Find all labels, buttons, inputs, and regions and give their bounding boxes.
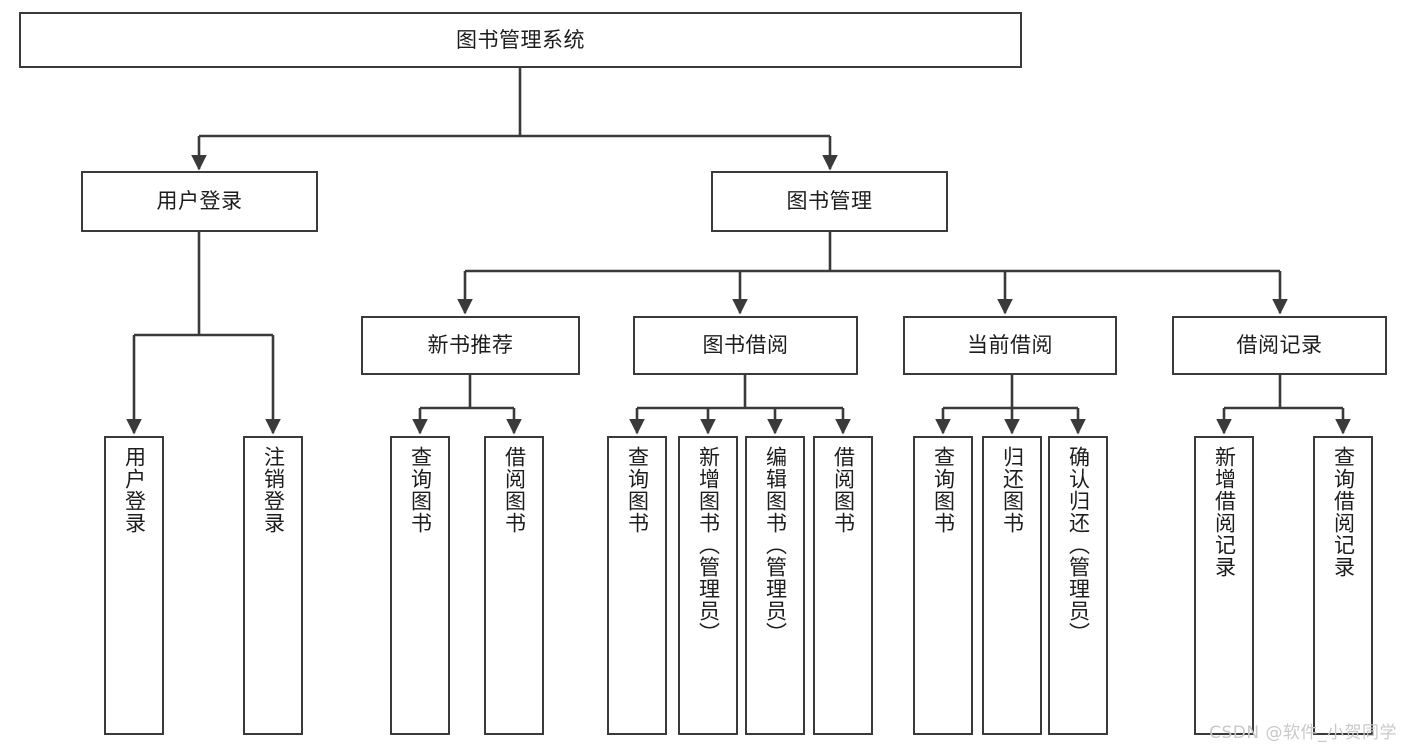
node-borrow-record-label: 借阅记录 xyxy=(1236,333,1323,358)
node-new-book-recommend-label: 新书推荐 xyxy=(427,333,514,358)
node-leaf-return-book-label: 归还图书 xyxy=(1000,446,1025,534)
node-leaf-query-record-label: 查询借阅记录 xyxy=(1331,446,1356,578)
node-leaf-borrow-book-2[interactable]: 借阅图书 xyxy=(813,436,873,735)
node-leaf-query-record[interactable]: 查询借阅记录 xyxy=(1313,436,1373,735)
node-leaf-logout-label: 注销登录 xyxy=(261,446,286,534)
node-leaf-add-record[interactable]: 新增借阅记录 xyxy=(1194,436,1254,735)
node-user-login[interactable]: 用户登录 xyxy=(81,171,318,232)
node-leaf-query-book-1[interactable]: 查询图书 xyxy=(390,436,450,735)
node-leaf-edit-book-label: 编辑图书（管理员） xyxy=(763,446,788,644)
node-leaf-borrow-book-2-label: 借阅图书 xyxy=(831,446,856,534)
csdn-watermark: CSDN @软件_小贺同学 xyxy=(1209,723,1397,743)
node-user-login-label: 用户登录 xyxy=(156,189,243,214)
node-book-manage[interactable]: 图书管理 xyxy=(711,171,948,232)
node-current-borrow-label: 当前借阅 xyxy=(967,333,1053,358)
node-leaf-logout[interactable]: 注销登录 xyxy=(243,436,303,735)
node-leaf-borrow-book-1[interactable]: 借阅图书 xyxy=(484,436,544,735)
node-leaf-user-login-label: 用户登录 xyxy=(122,446,147,534)
node-borrow-record[interactable]: 借阅记录 xyxy=(1172,316,1387,375)
node-leaf-query-book-1-label: 查询图书 xyxy=(408,446,433,534)
node-leaf-borrow-book-1-label: 借阅图书 xyxy=(502,446,527,534)
node-root[interactable]: 图书管理系统 xyxy=(19,12,1022,68)
node-leaf-add-book[interactable]: 新增图书（管理员） xyxy=(678,436,738,735)
node-leaf-query-book-3-label: 查询图书 xyxy=(931,446,956,534)
node-book-manage-label: 图书管理 xyxy=(786,189,873,214)
node-leaf-return-book[interactable]: 归还图书 xyxy=(982,436,1042,735)
node-leaf-confirm-return[interactable]: 确认归还（管理员） xyxy=(1048,436,1108,735)
node-current-borrow[interactable]: 当前借阅 xyxy=(903,316,1117,375)
node-leaf-add-record-label: 新增借阅记录 xyxy=(1212,446,1237,578)
node-leaf-query-book-2[interactable]: 查询图书 xyxy=(607,436,667,735)
node-leaf-add-book-label: 新增图书（管理员） xyxy=(696,446,721,644)
node-new-book-recommend[interactable]: 新书推荐 xyxy=(361,316,580,375)
node-leaf-query-book-3[interactable]: 查询图书 xyxy=(913,436,973,735)
node-leaf-edit-book[interactable]: 编辑图书（管理员） xyxy=(745,436,805,735)
node-leaf-query-book-2-label: 查询图书 xyxy=(625,446,650,534)
node-root-label: 图书管理系统 xyxy=(456,27,585,52)
node-book-borrow-label: 图书借阅 xyxy=(702,333,789,358)
node-leaf-confirm-return-label: 确认归还（管理员） xyxy=(1066,446,1091,644)
node-book-borrow[interactable]: 图书借阅 xyxy=(633,316,858,375)
node-leaf-user-login[interactable]: 用户登录 xyxy=(104,436,164,735)
